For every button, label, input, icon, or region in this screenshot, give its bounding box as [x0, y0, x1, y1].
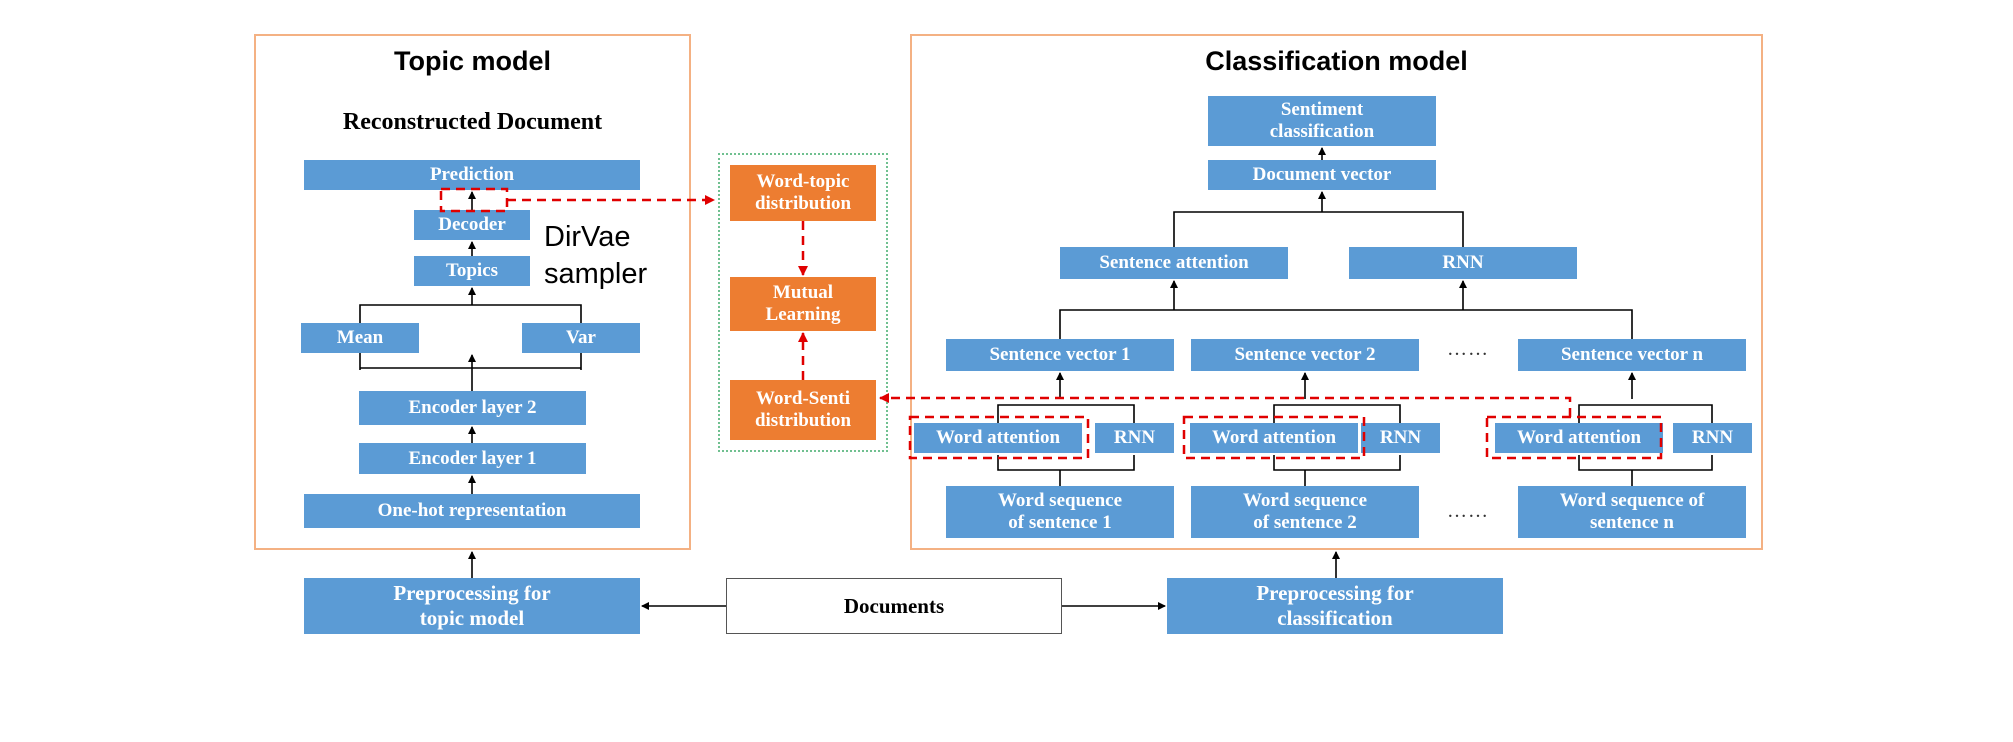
encoder-layer-1-box: Encoder layer 1 [359, 443, 586, 474]
rnn-top-box: RNN [1349, 247, 1577, 279]
word-sequence-ellipsis: …… [1447, 500, 1489, 522]
sentiment-classification-box: Sentiment classification [1208, 96, 1436, 146]
mutual-learning-frame [718, 153, 888, 452]
topic-model-title: Topic model [393, 46, 551, 76]
word-topic-distribution-box: Word-topic distribution [730, 165, 876, 221]
preprocessing-classification-box: Preprocessing for classification [1167, 578, 1503, 634]
sentence-attention-box: Sentence attention [1060, 247, 1288, 279]
preprocessing-topic-box: Preprocessing for topic model [304, 578, 640, 634]
topics-box: Topics [414, 256, 530, 286]
sentence-vector-1-box: Sentence vector 1 [946, 339, 1174, 371]
dirvae-sampler-label: DirVae sampler [544, 221, 648, 290]
rnn-1-box: RNN [1095, 423, 1174, 453]
var-box: Var [522, 323, 640, 353]
documents-box: Documents [726, 578, 1062, 634]
word-attention-1-box: Word attention [914, 423, 1082, 453]
sentence-vector-2-box: Sentence vector 2 [1191, 339, 1419, 371]
word-attention-2-box: Word attention [1190, 423, 1358, 453]
rnn-n-box: RNN [1673, 423, 1752, 453]
word-sequence-1-box: Word sequence of sentence 1 [946, 486, 1174, 538]
rnn-2-box: RNN [1361, 423, 1440, 453]
document-vector-box: Document vector [1208, 160, 1436, 190]
classification-model-title: Classification model [1205, 46, 1468, 76]
mutual-learning-box: Mutual Learning [730, 277, 876, 331]
mean-box: Mean [301, 323, 419, 353]
encoder-layer-2-box: Encoder layer 2 [359, 391, 586, 425]
decoder-box: Decoder [414, 210, 530, 240]
reconstructed-document-label: Reconstructed Document [342, 109, 603, 135]
sentence-vector-ellipsis: …… [1447, 338, 1489, 360]
word-sequence-2-box: Word sequence of sentence 2 [1191, 486, 1419, 538]
word-attention-n-box: Word attention [1495, 423, 1663, 453]
word-senti-distribution-box: Word-Senti distribution [730, 380, 876, 440]
sentence-vector-n-box: Sentence vector n [1518, 339, 1746, 371]
prediction-box: Prediction [304, 160, 640, 190]
word-sequence-n-box: Word sequence of sentence n [1518, 486, 1746, 538]
one-hot-representation-box: One-hot representation [304, 494, 640, 528]
